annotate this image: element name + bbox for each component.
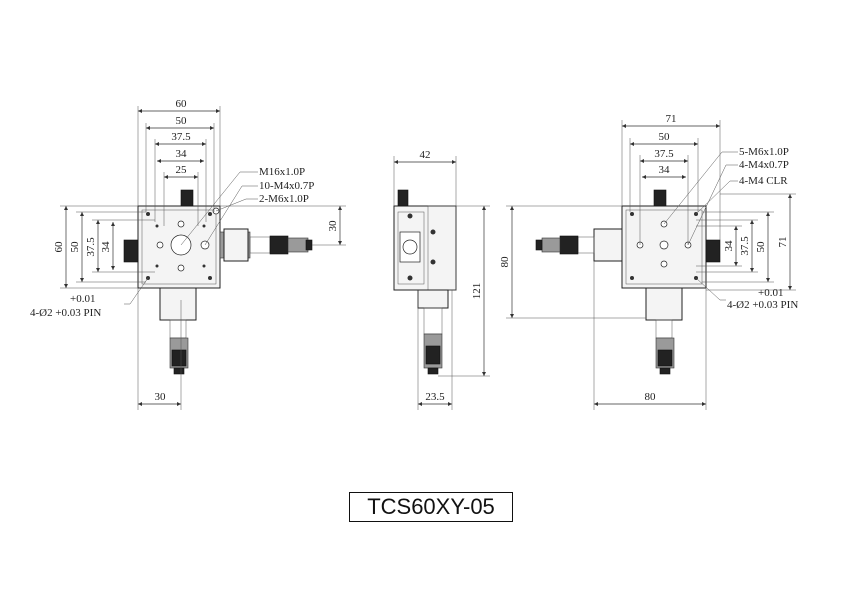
dim-right-view-71-vertical: 71 bbox=[777, 237, 789, 248]
dim-bottom-30: 30 bbox=[155, 391, 167, 403]
dim-top-37-5: 37.5 bbox=[171, 131, 191, 143]
top-lock-knob bbox=[180, 189, 194, 207]
dim-left-50: 50 bbox=[69, 241, 81, 253]
dim-side-121: 121 bbox=[471, 283, 483, 300]
dim-right-view-50-vertical: 50 bbox=[755, 241, 767, 253]
dim-right-37-5: 37.5 bbox=[654, 148, 674, 160]
dim-side-42: 42 bbox=[420, 149, 431, 161]
note-m6: 2-M6x1.0P bbox=[259, 193, 309, 205]
dim-right-50: 50 bbox=[659, 131, 671, 143]
note-m4: 10-M4x0.7P bbox=[259, 180, 314, 192]
dim-top-34: 34 bbox=[176, 148, 188, 160]
dim-right-view-37-5-vertical: 37.5 bbox=[739, 236, 751, 256]
dim-right-view-34-vertical: 34 bbox=[723, 240, 735, 252]
dim-left-37-5: 37.5 bbox=[85, 237, 97, 257]
dim-right-view-80-bottom: 80 bbox=[645, 391, 657, 403]
note-pin-tolerance: +0.01 bbox=[70, 293, 95, 305]
dim-top-60: 60 bbox=[176, 98, 188, 110]
note-right-m6: 5-M6x1.0P bbox=[739, 146, 789, 158]
note-pin: 4-Ø2 +0.03 PIN bbox=[30, 307, 101, 319]
note-right-pin: 4-Ø2 +0.03 PIN bbox=[727, 299, 798, 311]
dim-top-50: 50 bbox=[176, 115, 188, 127]
dim-top-25: 25 bbox=[176, 164, 188, 176]
note-m16: M16x1.0P bbox=[259, 166, 305, 178]
dim-right-34: 34 bbox=[659, 164, 671, 176]
dim-side-23-5: 23.5 bbox=[425, 391, 445, 403]
dim-right-view-80-vertical: 80 bbox=[499, 256, 511, 268]
left-lock-knob bbox=[123, 239, 139, 263]
note-right-pin-tolerance: +0.01 bbox=[758, 287, 783, 299]
right-view: 71 50 37.5 34 80 34 37.5 50 71 80 5-M6x1… bbox=[499, 113, 798, 410]
dim-left-34: 34 bbox=[100, 241, 112, 253]
side-view: 42 121 23.5 bbox=[393, 149, 490, 410]
dim-right-71: 71 bbox=[666, 113, 677, 125]
part-number-title: TCS60XY-05 bbox=[349, 492, 513, 522]
dim-right-30: 30 bbox=[327, 220, 339, 232]
dim-left-60: 60 bbox=[53, 241, 65, 253]
top-view: 60 50 37.5 34 25 60 50 37.5 34 30 30 M16… bbox=[30, 98, 346, 410]
note-right-clr: 4-M4 CLR bbox=[739, 175, 788, 187]
note-right-m4: 4-M4x0.7P bbox=[739, 159, 789, 171]
right-micrometer bbox=[269, 235, 289, 255]
